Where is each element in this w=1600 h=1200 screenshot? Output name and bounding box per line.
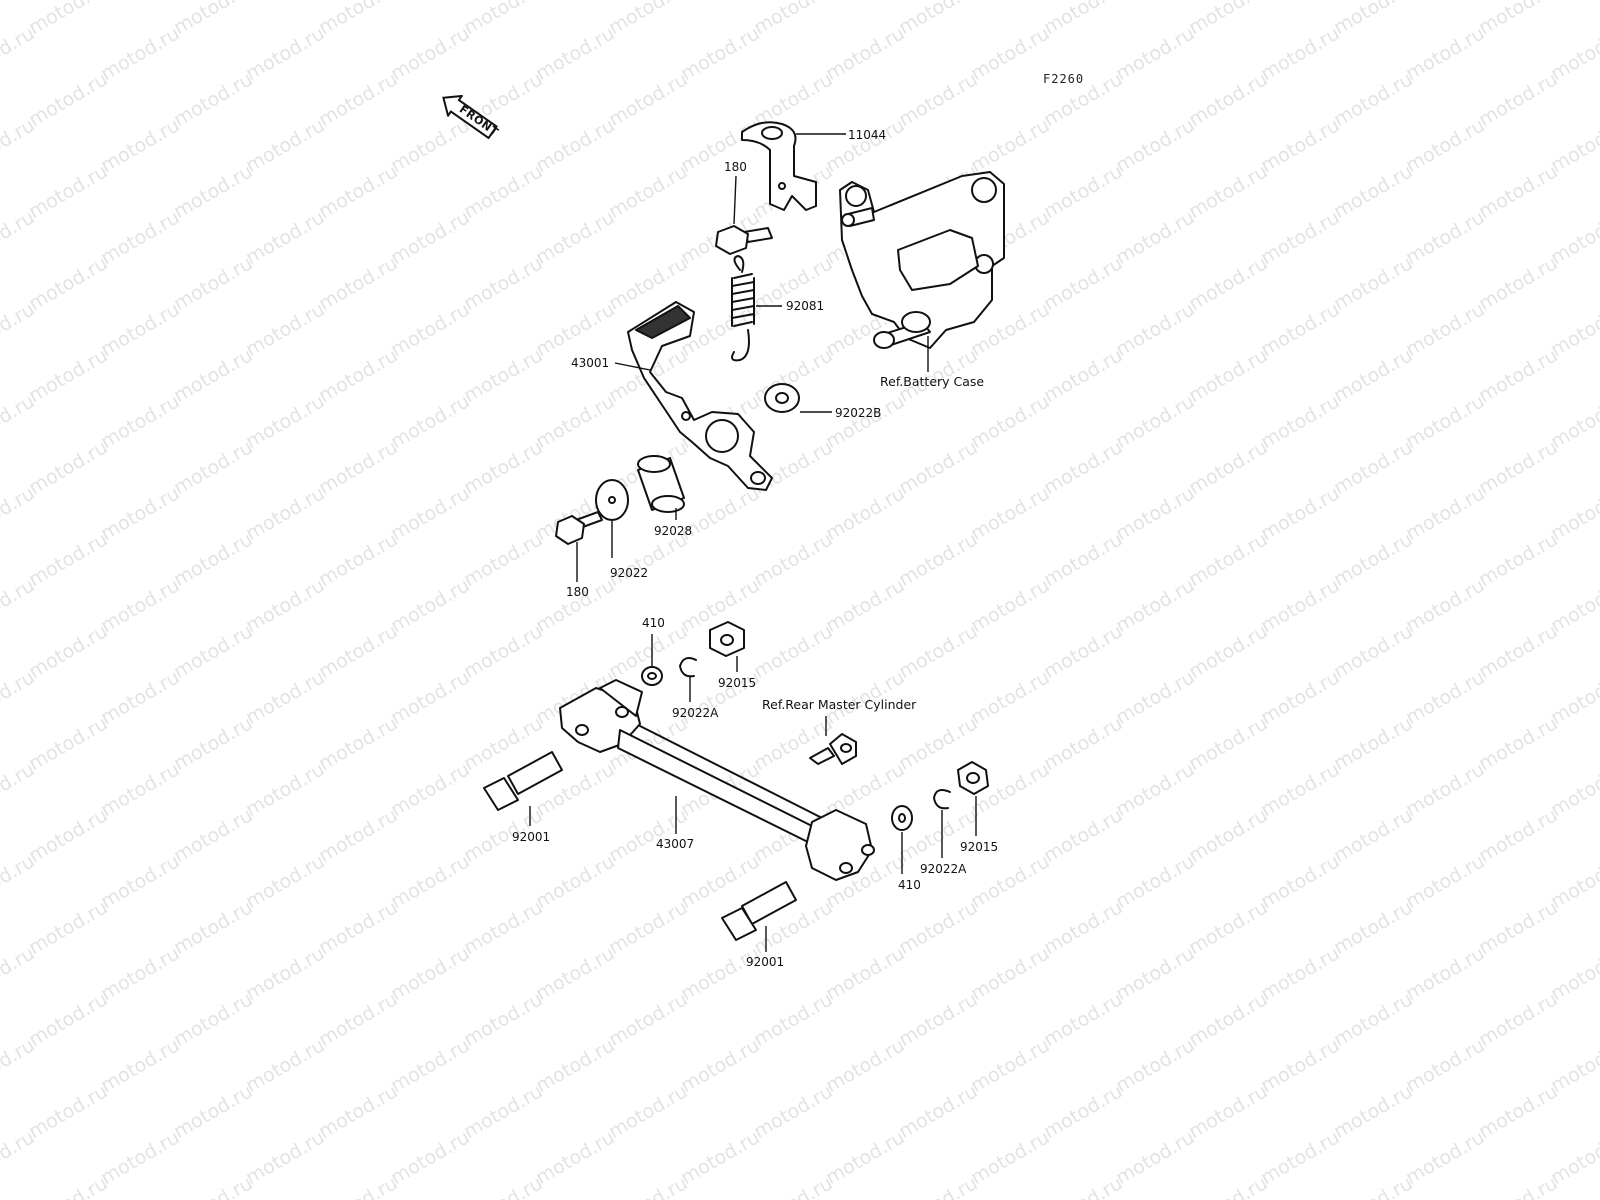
nut-92015-right [957, 761, 989, 795]
bolt-180-lower [555, 511, 603, 545]
callout-92001-left: 92001 [512, 830, 551, 844]
bracket-clip-11044 [741, 121, 817, 211]
callout-43007: 43007 [656, 837, 695, 851]
callout-180-bottom: 180 [566, 585, 589, 599]
callout-92015-top: 92015 [718, 676, 757, 690]
callout-180-top: 180 [724, 160, 747, 174]
front-direction-arrow: FRONT [434, 86, 501, 144]
nut-92015-top [709, 621, 745, 657]
clip-92022A-top [679, 657, 697, 678]
callout-43001: 43001 [571, 356, 610, 370]
bolt-92001-bottom [721, 881, 797, 941]
figure-reference: F2260 [1043, 72, 1085, 86]
washer-410-right [891, 805, 913, 831]
callout-92015-right: 92015 [960, 840, 999, 854]
spring-92081 [731, 255, 755, 362]
callout-92022A-top: 92022A [672, 706, 719, 720]
callout-92081: 92081 [786, 299, 825, 313]
reference-battery-case: Ref.Battery Case [880, 374, 985, 389]
brake-rod-43007 [559, 679, 875, 881]
callout-92028: 92028 [654, 524, 693, 538]
clip-92022A-right [933, 789, 951, 810]
callout-92022B: 92022B [835, 406, 882, 420]
callout-92022: 92022 [610, 566, 649, 580]
front-arrow-icon [442, 94, 498, 140]
brake-pedal-43001 [627, 301, 773, 491]
leader-lines [529, 133, 977, 952]
washer-92022 [595, 479, 629, 521]
bolt-92001-left [483, 751, 563, 811]
callout-410-top: 410 [642, 616, 665, 630]
battery-case-mount [839, 171, 1005, 349]
master-cylinder-clevis [809, 733, 857, 765]
callout-92022A-right: 92022A [920, 862, 967, 876]
bolt-180-top [715, 225, 773, 255]
washer-92022B [764, 383, 800, 413]
reference-rear-master-cylinder: Ref.Rear Master Cylinder [762, 697, 917, 712]
callout-92001-bottom: 92001 [746, 955, 785, 969]
callout-410-right: 410 [898, 878, 921, 892]
collar-92028 [637, 455, 685, 513]
washer-410-top [641, 666, 663, 686]
callout-11044: 11044 [848, 128, 887, 142]
